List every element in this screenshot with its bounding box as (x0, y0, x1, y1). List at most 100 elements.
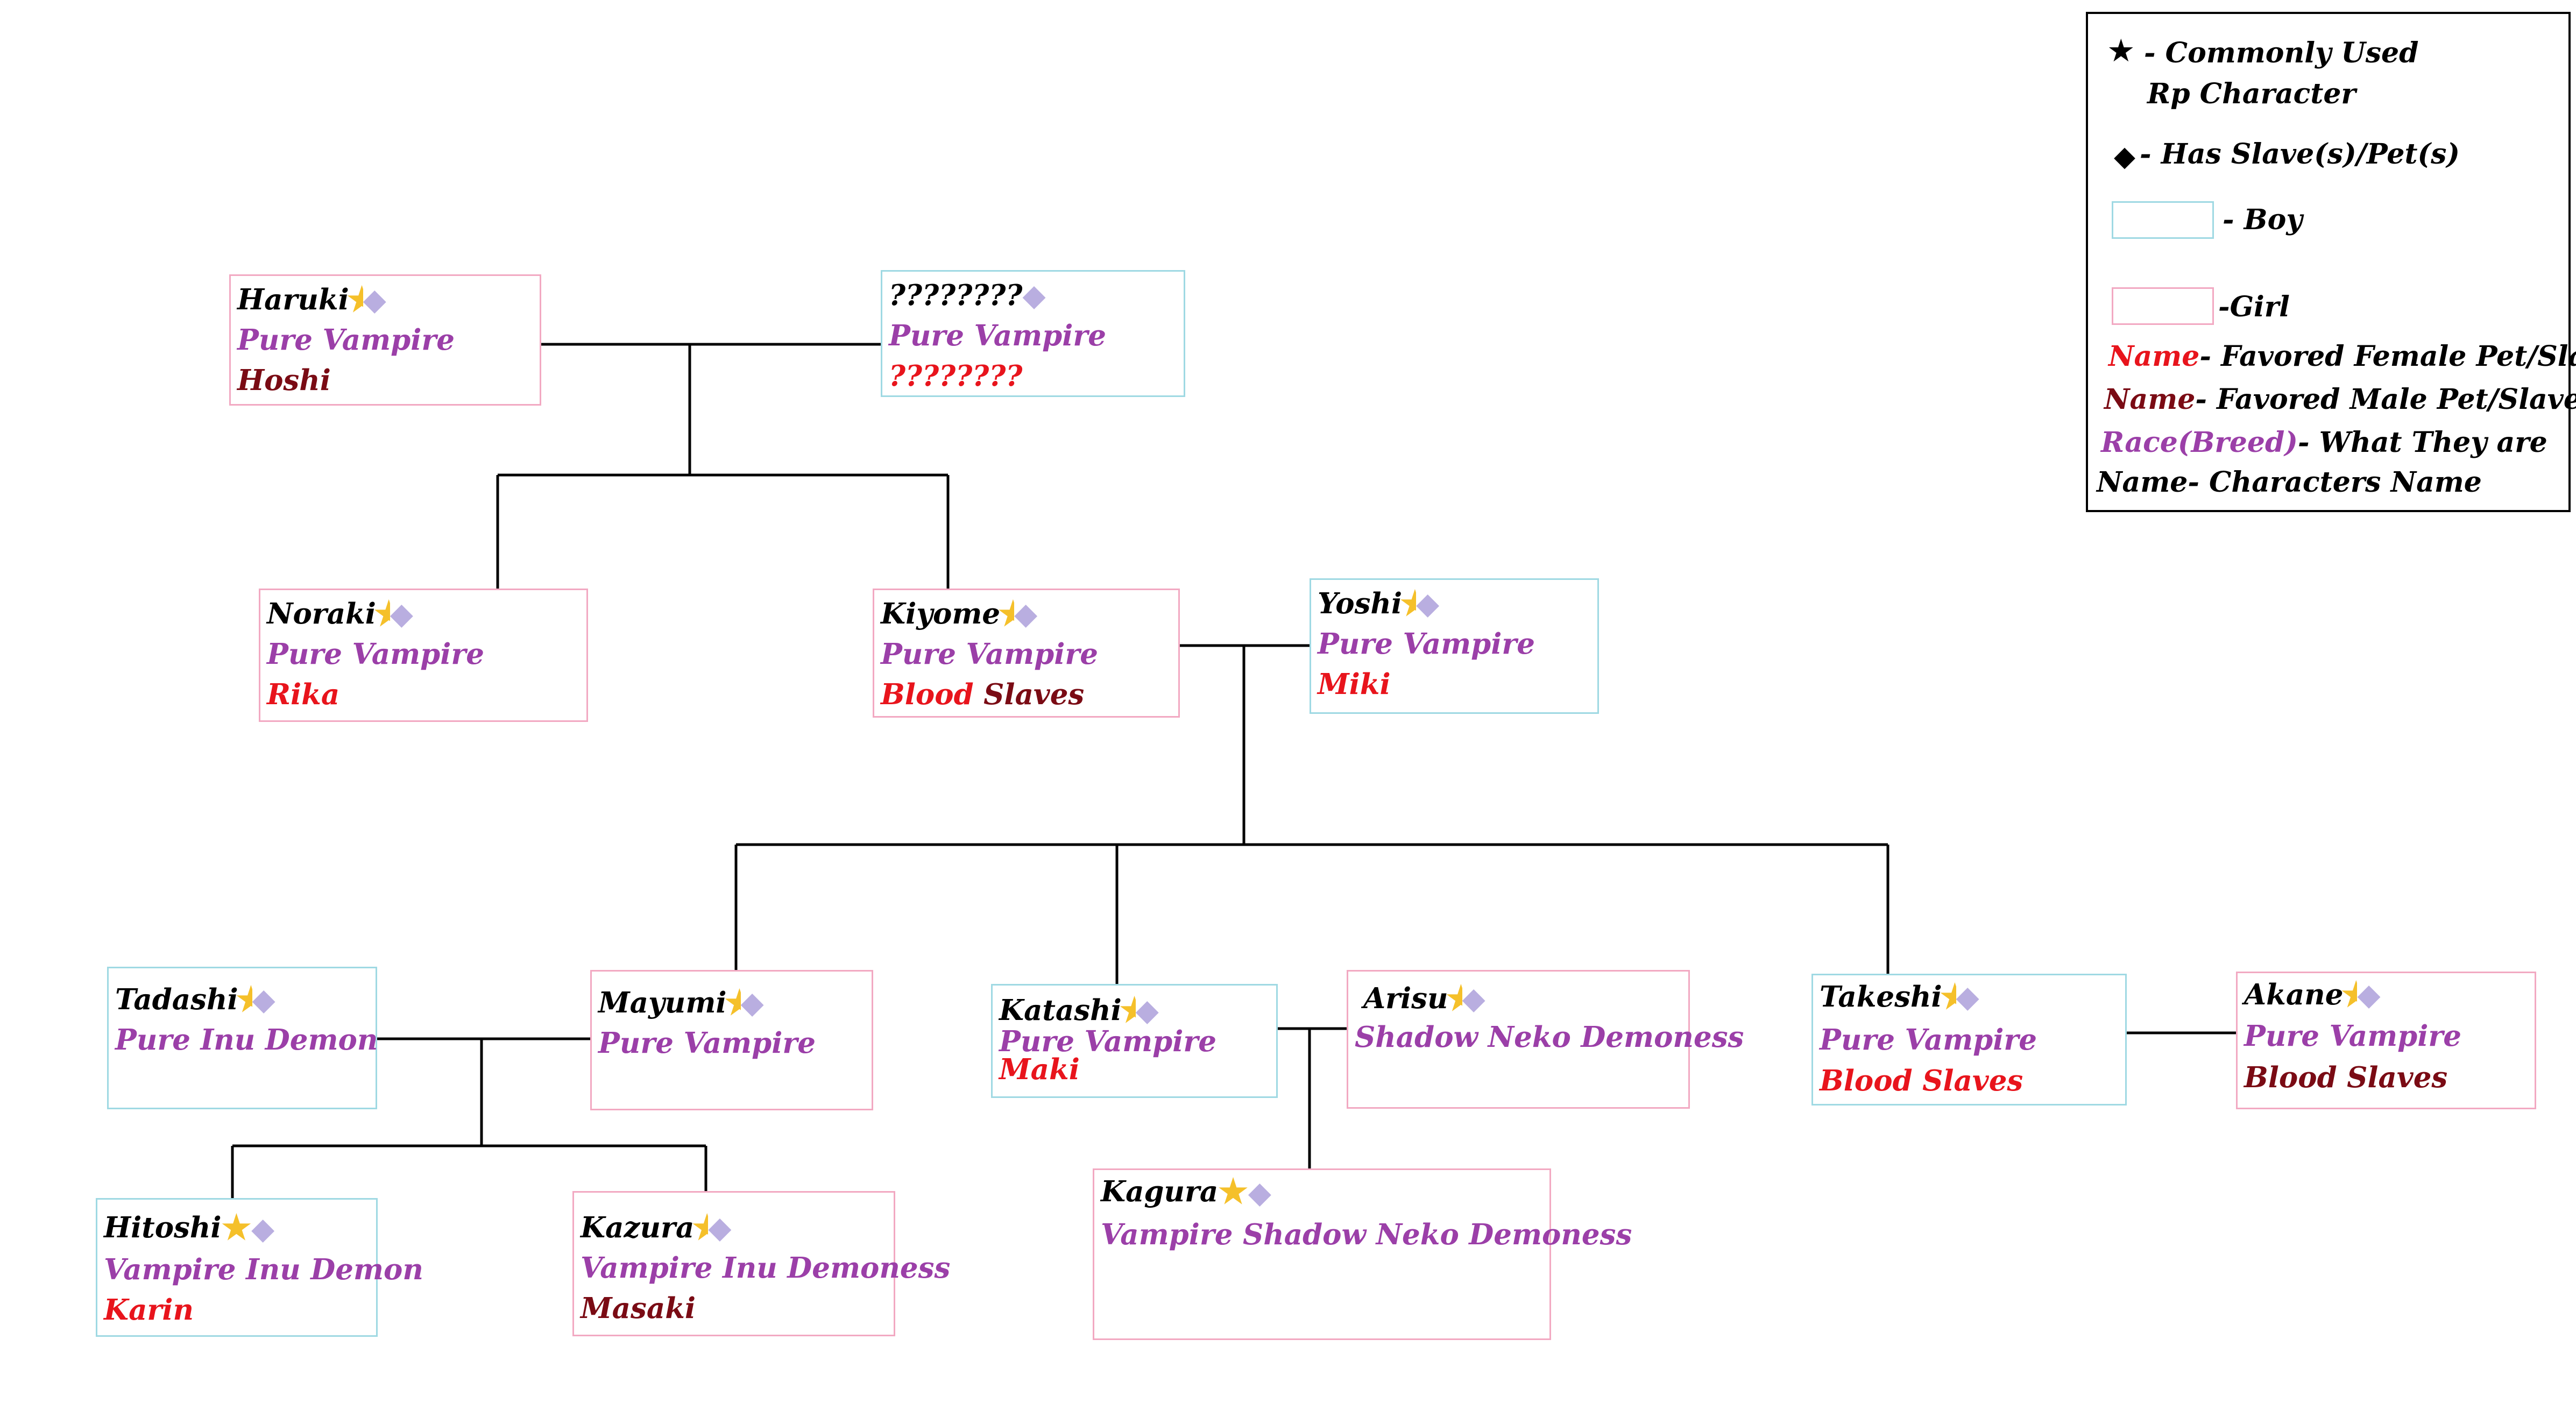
card-noraki: Noraki★◆ Pure Vampire Rika (259, 589, 588, 722)
star-icon: ★ (1119, 993, 1136, 1028)
legend-race-label: Race(Breed) (2101, 426, 2298, 459)
card-arisu: Arisu★◆ Shadow Neko Demoness (1347, 970, 1744, 1109)
character-name: Takeshi (1820, 980, 1942, 1014)
legend-star-line2: Rp Character (2147, 77, 2356, 110)
star-icon: ★ (1446, 981, 1462, 1016)
star-icon: ★ (998, 597, 1015, 631)
character-race: Shadow Neko Demoness (1355, 1021, 1744, 1054)
card-kazura: Kazura★◆ Vampire Inu Demoness Masaki (572, 1191, 950, 1336)
favored-pet: Hoshi (237, 364, 331, 397)
legend-fm-text: - Favored Male Pet/Slave (2195, 383, 2576, 416)
card-katashi: Katashi★◆ Pure Vampire Maki (991, 984, 1278, 1098)
diamond-icon: ◆ (252, 982, 275, 1017)
card-mayumi: Mayumi★◆ Pure Vampire (590, 970, 873, 1110)
legend-ff-text: - Favored Female Pet/Slave (2199, 340, 2576, 373)
star-icon: ★ (1400, 586, 1417, 621)
character-name: Akane (2244, 978, 2344, 1011)
star-icon: ★ (724, 986, 741, 1020)
legend-race-text: - What They are (2297, 426, 2547, 459)
character-race: Vampire Shadow Neko Demoness (1101, 1218, 1632, 1251)
character-race: Pure Vampire (237, 323, 455, 357)
card-akane: Akane★◆ Pure Vampire Blood Slaves (2236, 972, 2536, 1109)
character-race: Pure Vampire (1820, 1023, 2037, 1057)
legend-name-label: Name (2097, 466, 2188, 499)
diamond-icon: ◆ (1135, 993, 1159, 1028)
favored-pet: Maki (999, 1053, 1080, 1086)
diamond-icon: ◆ (390, 596, 413, 632)
legend-diamond-text: - Has Slave(s)/Pet(s) (2140, 138, 2460, 171)
character-name: Kagura (1101, 1175, 1219, 1208)
star-icon: ★ (1218, 1172, 1248, 1211)
diamond-icon: ◆ (2114, 140, 2135, 173)
legend-ff-label: Name (2108, 340, 2200, 373)
character-name: Tadashi (115, 983, 238, 1016)
star-icon: ★ (692, 1210, 709, 1245)
star-icon: ★ (2108, 34, 2134, 67)
character-name: ???????? (889, 279, 1023, 312)
diamond-icon: ◆ (1248, 1175, 1271, 1210)
star-icon: ★ (373, 597, 390, 631)
favored-pet: Rika (267, 678, 340, 711)
favored-pet-female: Blood (881, 678, 974, 711)
diamond-icon: ◆ (251, 1211, 275, 1246)
character-name: Yoshi (1318, 587, 1403, 620)
character-race: Pure Vampire (881, 637, 1098, 671)
character-race: Pure Vampire (889, 319, 1106, 352)
legend-girl-text: -Girl (2218, 290, 2290, 323)
favored-pet: Blood Slaves (2244, 1061, 2448, 1094)
character-name: Kiyome (881, 597, 1001, 630)
diamond-icon: ◆ (1014, 596, 1038, 632)
diamond-icon: ◆ (1022, 278, 1046, 313)
favored-pet: Miki (1318, 668, 1391, 701)
star-icon: ★ (1940, 980, 1956, 1014)
legend-boy-text: - Boy (2223, 203, 2303, 236)
card-unknown: ????????◆ Pure Vampire ???????? (881, 270, 1185, 397)
diamond-icon: ◆ (1416, 586, 1440, 621)
star-icon: ★ (346, 282, 363, 317)
diamond-icon: ◆ (708, 1210, 732, 1245)
favored-pet: Karin (104, 1293, 194, 1327)
legend-star-line1: - Commonly Used (2144, 37, 2419, 69)
diamond-icon: ◆ (1462, 981, 1485, 1016)
character-race: Pure Vampire (1318, 627, 1535, 661)
legend-boy-swatch (2112, 201, 2214, 239)
character-race: Pure Vampire (2244, 1019, 2461, 1053)
star-icon: ★ (236, 982, 252, 1017)
diamond-icon: ◆ (1956, 979, 1979, 1015)
character-race: Vampire Inu Demoness (581, 1251, 951, 1285)
card-haruki: Haruki★◆ Pure Vampire Hoshi (229, 274, 541, 406)
card-tadashi: Tadashi★◆ Pure Inu Demon (107, 967, 378, 1109)
legend-name-text: - Characters Name (2188, 466, 2482, 499)
star-icon: ★ (221, 1208, 252, 1247)
favored-pet-male: Slaves (983, 678, 1085, 711)
character-name: Haruki (237, 283, 349, 316)
diamond-icon: ◆ (2357, 977, 2381, 1012)
character-name: Kazura (581, 1211, 695, 1244)
legend-fm-label: Name (2104, 383, 2196, 416)
card-takeshi: Takeshi★◆ Pure Vampire Blood Slaves (1811, 974, 2127, 1106)
character-race: Pure Vampire (999, 1025, 1216, 1058)
favored-pet: ???????? (889, 359, 1023, 393)
character-race: Vampire Inu Demon (104, 1253, 423, 1286)
character-race: Pure Vampire (267, 637, 484, 671)
favored-pet: Masaki (581, 1292, 696, 1325)
diamond-icon: ◆ (363, 282, 386, 317)
character-name: Arisu (1363, 982, 1448, 1015)
legend: ★ - Commonly Used Rp Character ◆ - Has S… (2086, 12, 2576, 512)
character-name: Noraki (267, 597, 376, 630)
favored-pet: Blood Slaves (1820, 1064, 2023, 1097)
character-race: Pure Vampire (598, 1026, 816, 1060)
character-name: Hitoshi (104, 1211, 222, 1244)
character-name: Mayumi (598, 986, 727, 1019)
card-yoshi: Yoshi★◆ Pure Vampire Miki (1310, 578, 1599, 714)
card-kiyome: Kiyome★◆ Pure Vampire Blood Slaves (873, 589, 1180, 718)
diamond-icon: ◆ (740, 985, 764, 1021)
card-hitoshi: Hitoshi★◆ Vampire Inu Demon Karin (96, 1198, 423, 1337)
character-race: Pure Inu Demon (115, 1023, 378, 1057)
character-name: Katashi (999, 994, 1122, 1027)
card-kagura: Kagura★◆ Vampire Shadow Neko Demoness (1093, 1168, 1632, 1340)
star-icon: ★ (2341, 977, 2358, 1012)
legend-girl-swatch (2112, 287, 2214, 325)
